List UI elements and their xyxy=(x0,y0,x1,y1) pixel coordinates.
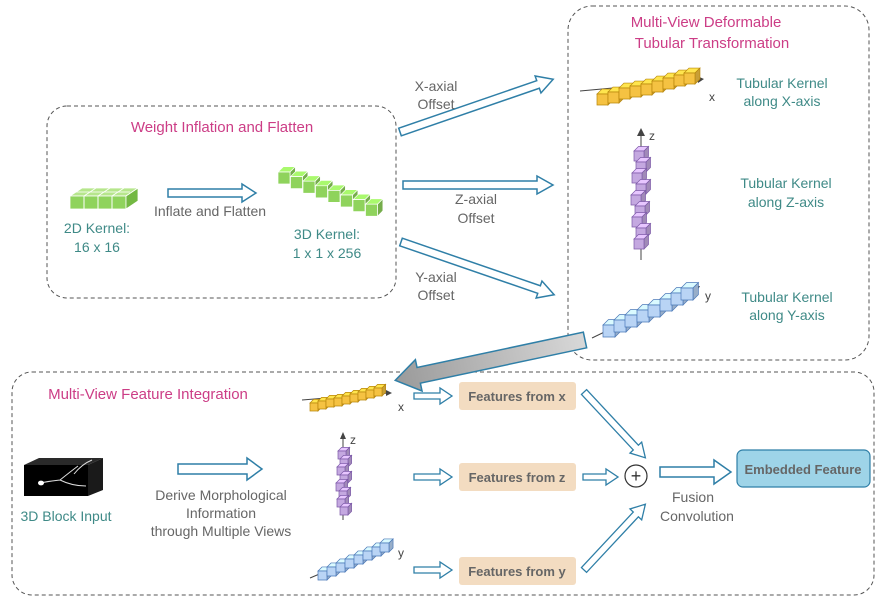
tubular-kernel-x-icon xyxy=(596,67,701,106)
y-kernel-label-line2: along Y-axis xyxy=(749,307,825,323)
features-x-box xyxy=(459,382,576,410)
feature-integration-box xyxy=(11,371,875,596)
derive-label-line3: through Multiple Views xyxy=(151,523,292,539)
derive-arrow xyxy=(177,456,264,482)
small-kernel-x-icon xyxy=(309,383,387,412)
tubular-kernel-z-icon xyxy=(630,145,652,250)
feature-integration-title: Multi-View Feature Integration xyxy=(48,386,248,403)
x-offset-label-line1: X-axial xyxy=(415,78,458,94)
kernel-2d-icon xyxy=(68,187,140,210)
features-x-label: Features from x xyxy=(468,389,566,404)
embedded-feature-box xyxy=(736,449,871,488)
multiview-deformable-title-line1: Multi-View Deformable xyxy=(631,14,782,31)
axis-y-label-bottom: y xyxy=(398,546,404,560)
y-offset-label-line2: Offset xyxy=(417,287,454,303)
features-y-label: Features from y xyxy=(468,564,566,579)
fusion-arrow xyxy=(659,458,733,486)
axis-y-label-top: y xyxy=(705,289,711,303)
z-kernel-label-line1: Tubular Kernel xyxy=(740,175,831,191)
arrow-to-features-z xyxy=(413,467,454,487)
derive-label-line1: Derive Morphological xyxy=(155,487,287,503)
kernel-3d-label-line1: 3D Kernel: xyxy=(294,226,360,242)
inflate-label: Inflate and Flatten xyxy=(154,203,266,219)
multiview-deformable-title-line2: Tubular Transformation xyxy=(635,35,790,52)
block-input-icon xyxy=(24,458,103,496)
arrow-x-to-fusion xyxy=(580,388,647,459)
fusion-label-line1: Fusion xyxy=(672,489,714,505)
multiview-deformable-box xyxy=(567,5,870,361)
x-offset-arrow xyxy=(397,74,555,137)
z-kernel-label-line2: along Z-axis xyxy=(748,194,824,210)
features-z-label: Features from z xyxy=(469,470,566,485)
block-input-label: 3D Block Input xyxy=(20,508,111,524)
fusion-plus-sign: + xyxy=(631,466,642,486)
kernel-3d-icon xyxy=(277,165,384,218)
fusion-label-line2: Convolution xyxy=(660,508,734,524)
axis-x-label-bottom: x xyxy=(398,400,404,414)
z-offset-label-line2: Offset xyxy=(457,210,494,226)
z-offset-label-line1: Z-axial xyxy=(455,191,497,207)
arrow-to-features-y xyxy=(413,560,454,580)
z-offset-arrow xyxy=(402,174,555,196)
fusion-plus-circle xyxy=(624,464,648,488)
transfer-arrow xyxy=(393,331,588,393)
kernel-2d-label-line1: 2D Kernel: xyxy=(64,220,130,236)
z-axis-arrowhead-top xyxy=(637,128,645,136)
x-offset-label-line2: Offset xyxy=(417,96,454,112)
features-y-box xyxy=(459,557,576,585)
kernel-3d-label-line2: 1 x 1 x 256 xyxy=(293,245,362,261)
x-axis-arrowhead-bottom xyxy=(386,390,392,396)
inflate-arrow xyxy=(167,182,258,204)
axis-z-label-bottom: z xyxy=(350,433,356,447)
y-offset-label-line1: Y-axial xyxy=(415,269,457,285)
features-z-box xyxy=(459,463,576,491)
arrow-z-to-fusion xyxy=(582,467,620,487)
z-axis-arrowhead-bottom xyxy=(340,432,346,439)
arrow-y-to-fusion xyxy=(580,503,647,574)
y-offset-arrow xyxy=(398,237,556,300)
weight-inflation-title: Weight Inflation and Flatten xyxy=(131,119,313,136)
weight-inflation-box xyxy=(46,105,397,299)
kernel-2d-label-line2: 16 x 16 xyxy=(74,239,120,255)
tubular-kernel-y-icon xyxy=(602,281,700,338)
derive-label-line2: Information xyxy=(186,505,256,521)
arrow-to-features-x xyxy=(413,386,454,406)
embedded-feature-label: Embedded Feature xyxy=(744,462,861,477)
small-kernel-z-icon xyxy=(335,446,353,516)
x-kernel-label-line2: along X-axis xyxy=(743,93,820,109)
axis-x-label-top: x xyxy=(709,90,715,104)
small-kernel-y-icon xyxy=(317,538,394,581)
axis-z-label-top: z xyxy=(649,129,655,143)
x-kernel-label-line1: Tubular Kernel xyxy=(736,75,827,91)
y-kernel-label-line1: Tubular Kernel xyxy=(741,289,832,305)
